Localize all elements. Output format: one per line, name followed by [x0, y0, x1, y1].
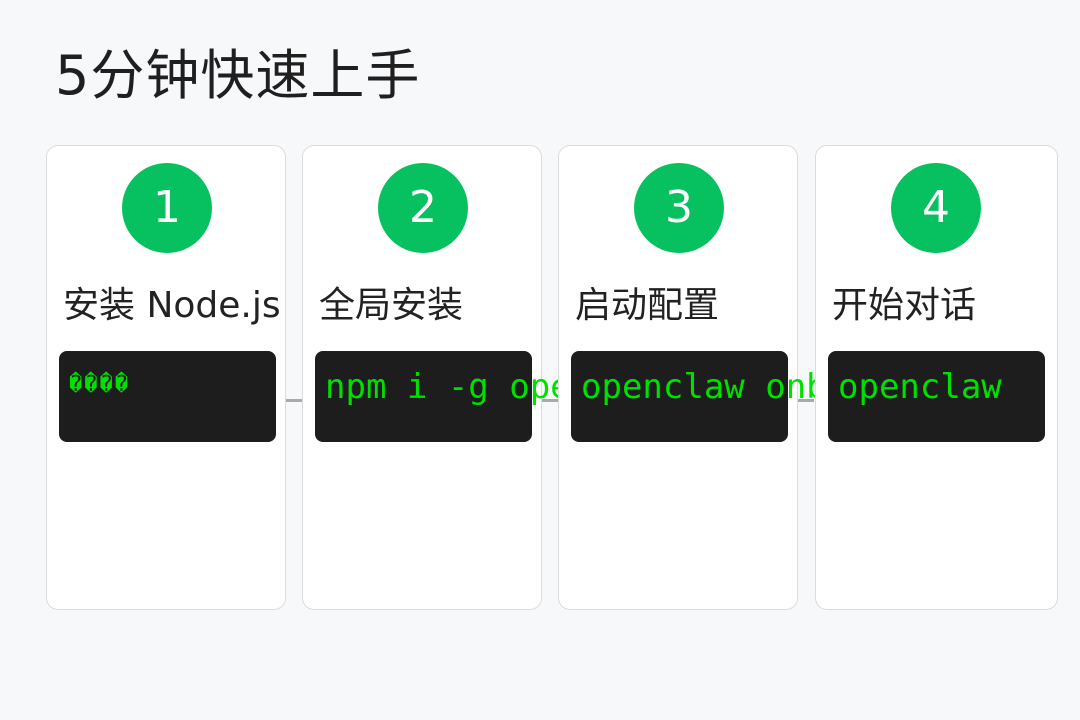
step-connector [286, 399, 302, 402]
step-card-4: 4 开始对话 openclaw [815, 145, 1058, 610]
terminal-command: ���� [69, 372, 130, 397]
step-number-badge: 3 [634, 163, 724, 253]
step-card-1: 1 安装 Node.js ���� [46, 145, 286, 610]
terminal-box: ���� [59, 351, 276, 442]
step-number-badge: 2 [378, 163, 468, 253]
step-number-badge: 1 [122, 163, 212, 253]
terminal-box: openclaw onboard [571, 351, 909, 442]
step-label: 启动配置 [575, 285, 720, 326]
step-card-3: 3 启动配置 openclaw onboard [558, 145, 909, 610]
step-card-2: 2 全局安装 npm i -g openclaw [302, 145, 673, 610]
step-label: 全局安装 [319, 285, 464, 326]
terminal-box: npm i -g openclaw [315, 351, 673, 442]
step-label: 安装 Node.js [63, 285, 281, 326]
step-label: 开始对话 [832, 285, 977, 326]
steps-row: 1 安装 Node.js ���� 2 全局安装 npm i -g opencl… [46, 145, 1058, 612]
terminal-box: openclaw [828, 351, 1045, 442]
step-connector [798, 399, 814, 402]
step-number-badge: 4 [891, 163, 981, 253]
page-title: 5分钟快速上手 [55, 44, 421, 107]
step-connector [542, 399, 558, 402]
terminal-command: openclaw [838, 367, 1002, 407]
